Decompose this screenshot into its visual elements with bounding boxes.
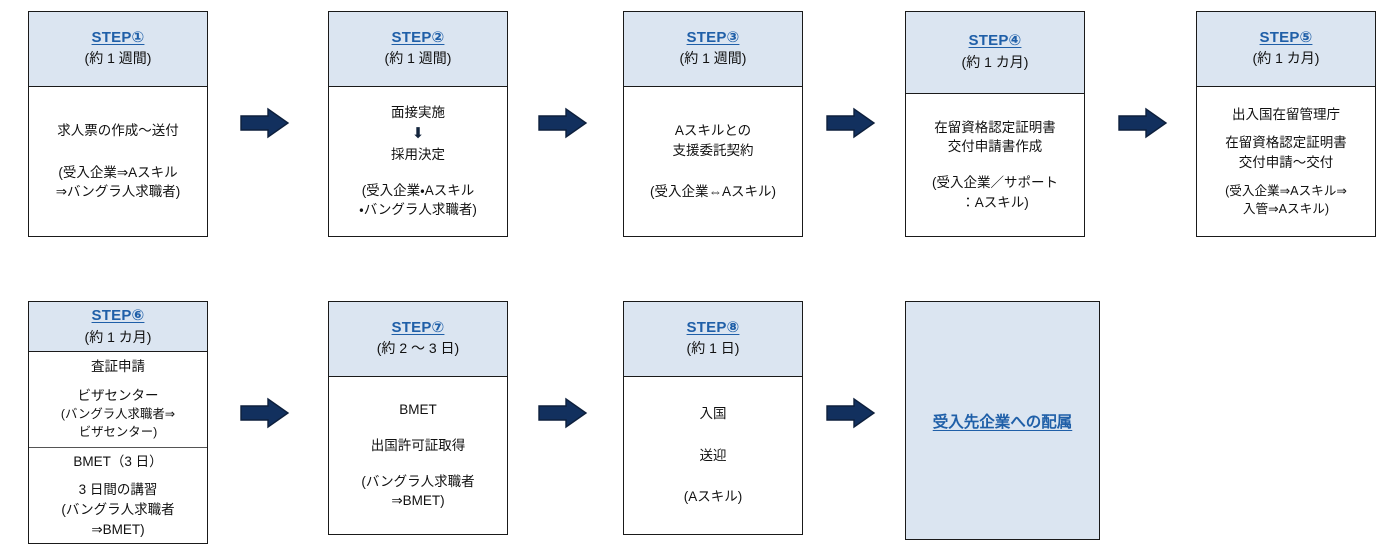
step-header-step4: STEP④ (約 1 カ月) <box>906 12 1084 94</box>
step-duration: (約 1 週間) <box>679 50 747 67</box>
arrow-8-final <box>826 396 876 430</box>
step-box-step3: STEP③ (約 1 週間) Aスキルとの 支援委託契約 (受入企業⇔Aスキル) <box>623 11 803 237</box>
step6-section-visa: 査証申請 ビザセンター (バングラ人求職者⇒ ビザセンター) <box>29 352 207 448</box>
body-line: 採用決定 <box>391 146 445 162</box>
body-line: 在留資格認定証明書 交付申請～交付 <box>1225 135 1347 171</box>
body-line: 出国許可証取得 <box>370 437 466 453</box>
step-title: STEP④ <box>968 32 1022 50</box>
step6-section-bmet: BMET（3 日） 3 日間の講習 (バングラ人求職者 ⇒BMET) <box>29 448 207 543</box>
body-line: 3 日間の講習 (バングラ人求職者 ⇒BMET) <box>61 482 175 537</box>
right-arrow-icon <box>240 107 290 139</box>
step-duration: (約 1 カ月) <box>84 328 152 345</box>
step-header-step5: STEP⑤ (約 1 カ月) <box>1197 12 1375 87</box>
step-title: STEP⑦ <box>391 318 445 336</box>
step-body-step1: 求人票の作成～送付 (受入企業⇒Aスキル ⇒バングラ人求職者) <box>29 87 207 236</box>
body-line: Aスキルとの 支援委託契約 <box>672 123 754 158</box>
arrow-1-2 <box>240 106 290 140</box>
step-duration: (約 1 日) <box>686 340 740 357</box>
body-line: (受入企業・Aスキル ・バングラ人求職者) <box>359 182 477 218</box>
step-box-step4: STEP④ (約 1 カ月) 在留資格認定証明書 交付申請書作成 (受入企業／サ… <box>905 11 1085 237</box>
body-line: (受入企業⇔Aスキル) <box>650 184 776 200</box>
body-line: BMET（3 日） <box>73 453 163 469</box>
right-arrow-icon <box>1118 107 1168 139</box>
arrow-7-8 <box>538 396 588 430</box>
step-body-step2: 面接実施 ⬇ 採用決定 (受入企業・Aスキル ・バングラ人求職者) <box>329 87 507 236</box>
body-line: 入国 <box>699 406 727 422</box>
body-line: (Aスキル) <box>683 489 743 505</box>
step-title: STEP② <box>391 28 445 46</box>
step-body-step6: 査証申請 ビザセンター (バングラ人求職者⇒ ビザセンター) BMET（3 日）… <box>29 352 207 543</box>
step-header-step2: STEP② (約 1 週間) <box>329 12 507 87</box>
down-arrow-icon: ⬇ <box>411 124 425 142</box>
body-line: ビザセンター <box>77 388 159 404</box>
step-box-step8: STEP⑧ (約 1 日) 入国 送迎 (Aスキル) <box>623 301 803 535</box>
step-box-step1: STEP① (約 1 週間) 求人票の作成～送付 (受入企業⇒Aスキル ⇒バング… <box>28 11 208 237</box>
body-line: 送迎 <box>699 447 727 463</box>
step-body-step5: 出入国在留管理庁 在留資格認定証明書 交付申請～交付 (受入企業⇒Aスキル⇒ 入… <box>1197 87 1375 236</box>
final-box-assignment: 受入先企業への配属 <box>905 301 1100 540</box>
step-title: STEP⑧ <box>686 318 740 336</box>
step-header-step8: STEP⑧ (約 1 日) <box>624 302 802 377</box>
body-line: 査証申請 <box>91 359 145 375</box>
step-body-step3: Aスキルとの 支援委託契約 (受入企業⇔Aスキル) <box>624 87 802 236</box>
step-box-step5: STEP⑤ (約 1 カ月) 出入国在留管理庁 在留資格認定証明書 交付申請～交… <box>1196 11 1376 237</box>
right-arrow-icon <box>240 397 290 429</box>
body-line: 求人票の作成～送付 <box>57 123 179 139</box>
step-duration: (約 2 ～ 3 日) <box>376 340 460 357</box>
body-line: 面接実施 <box>391 105 445 121</box>
right-arrow-icon <box>538 107 588 139</box>
step-title: STEP⑤ <box>1259 28 1313 46</box>
step-body-step4: 在留資格認定証明書 交付申請書作成 (受入企業／サポート ：Aスキル) <box>906 94 1084 236</box>
step-header-step7: STEP⑦ (約 2 ～ 3 日) <box>329 302 507 377</box>
step-header-step1: STEP① (約 1 週間) <box>29 12 207 87</box>
body-line: 在留資格認定証明書 交付申請書作成 <box>934 119 1056 155</box>
right-arrow-icon <box>826 397 876 429</box>
step-body-step8: 入国 送迎 (Aスキル) <box>624 377 802 534</box>
right-arrow-icon <box>826 107 876 139</box>
body-line: BMET <box>399 402 437 418</box>
step-box-step7: STEP⑦ (約 2 ～ 3 日) BMET 出国許可証取得 (バングラ人求職者… <box>328 301 508 535</box>
step-box-step2: STEP② (約 1 週間) 面接実施 ⬇ 採用決定 (受入企業・Aスキル ・バ… <box>328 11 508 237</box>
final-box-label: 受入先企業への配属 <box>932 413 1073 431</box>
arrow-6-7 <box>240 396 290 430</box>
arrow-3-4 <box>826 106 876 140</box>
step-title: STEP⑥ <box>91 307 145 325</box>
step-header-step3: STEP③ (約 1 週間) <box>624 12 802 87</box>
right-arrow-icon <box>538 397 588 429</box>
step-header-step6: STEP⑥ (約 1 カ月) <box>29 302 207 352</box>
body-line: (バングラ人求職者 ⇒BMET) <box>361 473 475 509</box>
arrow-4-5 <box>1118 106 1168 140</box>
body-line: (受入企業⇒Aスキル ⇒バングラ人求職者) <box>55 164 181 200</box>
step-duration: (約 1 週間) <box>384 50 452 67</box>
body-line: (バングラ人求職者⇒ ビザセンター) <box>60 406 176 439</box>
step-body-step7: BMET 出国許可証取得 (バングラ人求職者 ⇒BMET) <box>329 377 507 534</box>
step-box-step6: STEP⑥ (約 1 カ月) 査証申請 ビザセンター (バングラ人求職者⇒ ビザ… <box>28 301 208 544</box>
body-line: 出入国在留管理庁 <box>1232 106 1340 122</box>
step-duration: (約 1 カ月) <box>961 53 1029 70</box>
body-line: (受入企業／サポート ：Aスキル) <box>932 175 1058 210</box>
step-title: STEP③ <box>686 28 740 46</box>
step-duration: (約 1 カ月) <box>1252 50 1320 67</box>
step-duration: (約 1 週間) <box>84 50 152 67</box>
body-line: (受入企業⇒Aスキル⇒ 入管⇒Aスキル) <box>1225 183 1347 216</box>
step-title: STEP① <box>91 28 145 46</box>
arrow-2-3 <box>538 106 588 140</box>
